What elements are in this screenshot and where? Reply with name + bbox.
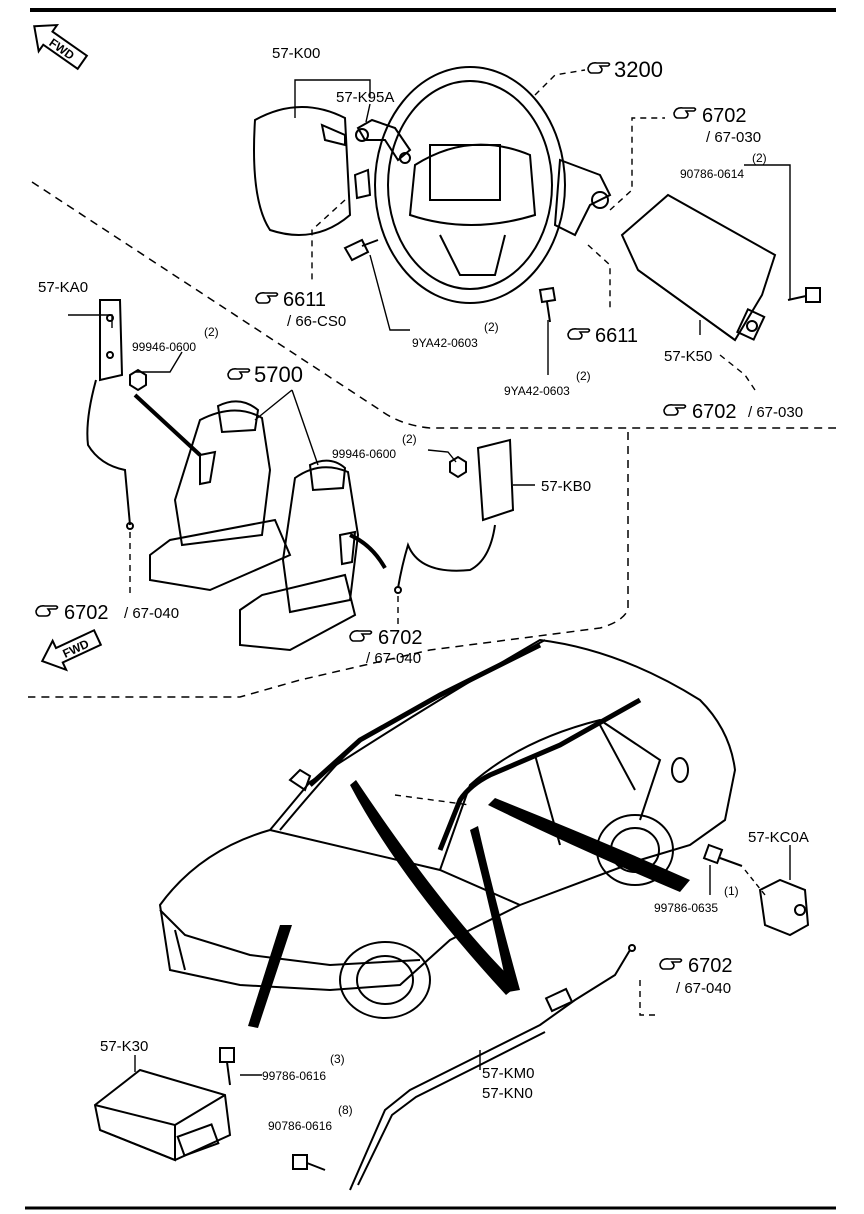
seat-harness-lines bbox=[133, 393, 387, 569]
fastener-part-f8: 90786-0616 bbox=[268, 1119, 332, 1133]
bolt-99786-0635 bbox=[702, 843, 743, 867]
fastener-qty-f4: (2) bbox=[576, 369, 591, 383]
fastener-part-f3: 9YA42-0603 bbox=[412, 336, 478, 350]
dashed-refs-seat bbox=[129, 532, 399, 625]
fastener-qty-f5: (2) bbox=[402, 432, 417, 446]
part-label-k30: 57-K30 bbox=[100, 1038, 148, 1055]
svg-text:/ 67-040: / 67-040 bbox=[676, 980, 731, 997]
vehicle-body bbox=[158, 638, 737, 1019]
sas-control-module bbox=[93, 1068, 232, 1162]
part-label-km0: 57-KM0 bbox=[482, 1065, 535, 1082]
part-label-ka0: 57-KA0 bbox=[38, 279, 88, 296]
ref-6702-040-left: 6702 / 67-040 bbox=[35, 602, 179, 624]
front-seats bbox=[149, 400, 360, 652]
svg-text:6702: 6702 bbox=[64, 602, 109, 624]
fastener-qty-f3: (2) bbox=[484, 320, 499, 334]
nut-99946-right bbox=[449, 455, 467, 479]
fastener-qty-f8: (8) bbox=[338, 1103, 353, 1117]
svg-text:/ 67-040: / 67-040 bbox=[124, 605, 179, 622]
ref-6611: 6611 bbox=[567, 325, 638, 347]
ref-6702-030-mid: 6702 / 67-030 bbox=[663, 401, 803, 423]
side-airbag-right bbox=[394, 438, 515, 594]
ref-3200: 3200 bbox=[587, 57, 663, 82]
svg-text:6611: 6611 bbox=[283, 289, 326, 311]
ref-6702-040-vehicle: 6702 / 67-040 bbox=[659, 955, 733, 997]
part-label-kn0: 57-KN0 bbox=[482, 1085, 533, 1102]
fastener-part-f5: 99946-0600 bbox=[332, 447, 396, 461]
steering-wheel bbox=[374, 66, 566, 304]
part-label-k95a: 57-K95A bbox=[336, 89, 394, 106]
svg-text:/ 67-040: / 67-040 bbox=[366, 650, 421, 667]
svg-text:6702: 6702 bbox=[688, 955, 733, 977]
part-label-kb0: 57-KB0 bbox=[541, 478, 591, 495]
svg-text:/ 67-030: / 67-030 bbox=[706, 129, 761, 146]
section-divider-upper bbox=[31, 181, 836, 429]
dashed-refs-top bbox=[311, 69, 756, 391]
fastener-part-f4: 9YA42-0603 bbox=[504, 384, 570, 398]
pointer-wedges bbox=[248, 780, 690, 1028]
leader-lines-top bbox=[68, 79, 791, 375]
section-divider-lower bbox=[28, 432, 629, 698]
front-crash-sensor bbox=[758, 878, 810, 937]
svg-text:/ 66-CS0: / 66-CS0 bbox=[287, 313, 346, 330]
ref-6702-030-top: 6702 / 67-030 bbox=[673, 105, 761, 146]
bolt-90786-0616 bbox=[292, 1154, 326, 1171]
part-label-kc0a: 57-KC0A bbox=[748, 829, 809, 846]
fastener-part-f2: 99946-0600 bbox=[132, 340, 196, 354]
svg-text:6702: 6702 bbox=[702, 105, 747, 127]
fwd-arrow-top: FWD bbox=[33, 23, 89, 71]
fastener-qty-f1: (2) bbox=[752, 151, 767, 165]
driver-airbag-module bbox=[253, 106, 352, 236]
ref-5700: 5700 bbox=[227, 362, 303, 387]
svg-text:6611: 6611 bbox=[595, 325, 638, 347]
svg-text:3200: 3200 bbox=[614, 57, 663, 82]
fastener-qty-f7: (3) bbox=[330, 1052, 345, 1066]
bolt-9ya42-left bbox=[343, 238, 379, 262]
fwd-arrow-bottom: FWD bbox=[40, 628, 103, 672]
leader-f6b bbox=[744, 869, 766, 896]
fastener-qty-f6: (1) bbox=[724, 884, 739, 898]
fastener-part-f1: 90786-0614 bbox=[680, 167, 744, 181]
curtain-airbag-rails bbox=[308, 642, 642, 851]
svg-text:6702: 6702 bbox=[692, 401, 737, 423]
fastener-part-f7: 99786-0616 bbox=[262, 1069, 326, 1083]
svg-text:/ 67-030: / 67-030 bbox=[748, 404, 803, 421]
svg-text:6702: 6702 bbox=[378, 627, 423, 649]
steering-column-switch bbox=[553, 158, 612, 237]
dashed-refs-vehicle bbox=[394, 794, 660, 1016]
part-label-k00: 57-K00 bbox=[272, 45, 320, 62]
fastener-qty-f2: (2) bbox=[204, 325, 219, 339]
part-label-k50: 57-K50 bbox=[664, 348, 712, 365]
ref-6702-040-seat: 6702 / 67-040 bbox=[349, 627, 423, 667]
passenger-airbag-module bbox=[620, 193, 777, 342]
nut-99946-left bbox=[129, 368, 147, 392]
fastener-part-f6: 99786-0635 bbox=[654, 901, 718, 915]
bolt-90786-0614 bbox=[787, 287, 821, 303]
svg-text:5700: 5700 bbox=[254, 362, 303, 387]
clock-spring-connector bbox=[353, 118, 412, 200]
side-airbag-left bbox=[86, 299, 134, 530]
leader-lines-seat bbox=[254, 389, 535, 486]
bolt-99786-0616 bbox=[219, 1047, 235, 1086]
curtain-airbag-module bbox=[349, 944, 636, 1191]
ref-6611-66cs0: 6611 / 66-CS0 bbox=[255, 289, 346, 330]
bolt-9ya42-right bbox=[538, 286, 557, 323]
